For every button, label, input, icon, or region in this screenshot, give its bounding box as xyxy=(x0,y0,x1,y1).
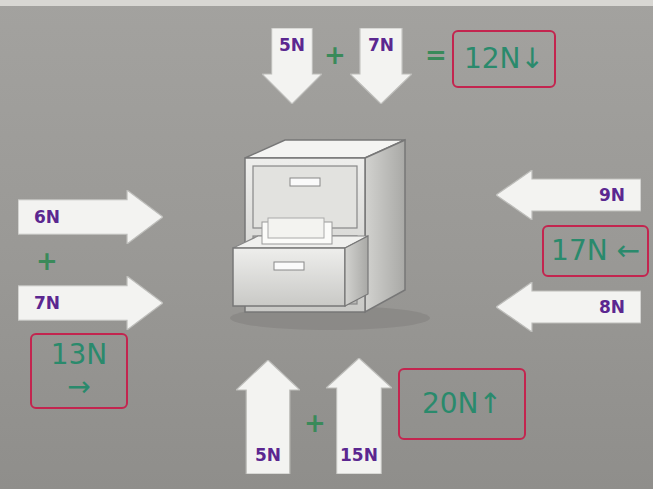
force-arrow: 6N xyxy=(18,190,163,244)
resultant-force: 20N↑ xyxy=(422,388,502,420)
sum-box: 12N↓ xyxy=(452,30,556,88)
operator-sign: + xyxy=(304,408,326,438)
sum-box: 13N → xyxy=(30,333,128,409)
arrow-label-area: 8N xyxy=(587,291,637,323)
operator-sign: = xyxy=(425,40,447,70)
force-arrow: 15N xyxy=(326,358,392,474)
arrow-label-area: 7N xyxy=(22,286,72,321)
arrow-label-area: 5N xyxy=(272,30,313,60)
operator-sign: + xyxy=(324,40,346,70)
force-arrow: 5N xyxy=(236,360,300,474)
force-arrow: 9N xyxy=(496,170,641,220)
force-value: 7N xyxy=(368,35,394,55)
resultant-force: 13N → xyxy=(39,339,119,403)
force-value: 6N xyxy=(34,207,60,227)
resultant-force: 17N ← xyxy=(551,235,640,267)
force-value: 7N xyxy=(34,293,60,313)
force-arrow: 8N xyxy=(496,282,641,332)
force-arrow: 5N xyxy=(262,28,322,104)
resultant-force: 12N↓ xyxy=(464,43,544,75)
operator-sign: + xyxy=(36,246,58,276)
arrow-label-area: 6N xyxy=(22,200,72,235)
force-value: 5N xyxy=(279,35,305,55)
force-value: 5N xyxy=(255,445,281,465)
arrow-label-area: 15N xyxy=(337,440,382,470)
force-arrow: 7N xyxy=(350,28,412,104)
force-value: 9N xyxy=(599,185,625,205)
arrow-label-area: 5N xyxy=(246,440,290,470)
sum-box: 20N↑ xyxy=(398,368,526,440)
force-value: 8N xyxy=(599,297,625,317)
force-value: 15N xyxy=(340,445,378,465)
arrow-label-area: 9N xyxy=(587,179,637,211)
force-arrow: 7N xyxy=(18,276,163,330)
sum-box: 17N ← xyxy=(542,225,649,277)
arrow-label-area: 7N xyxy=(360,30,402,60)
